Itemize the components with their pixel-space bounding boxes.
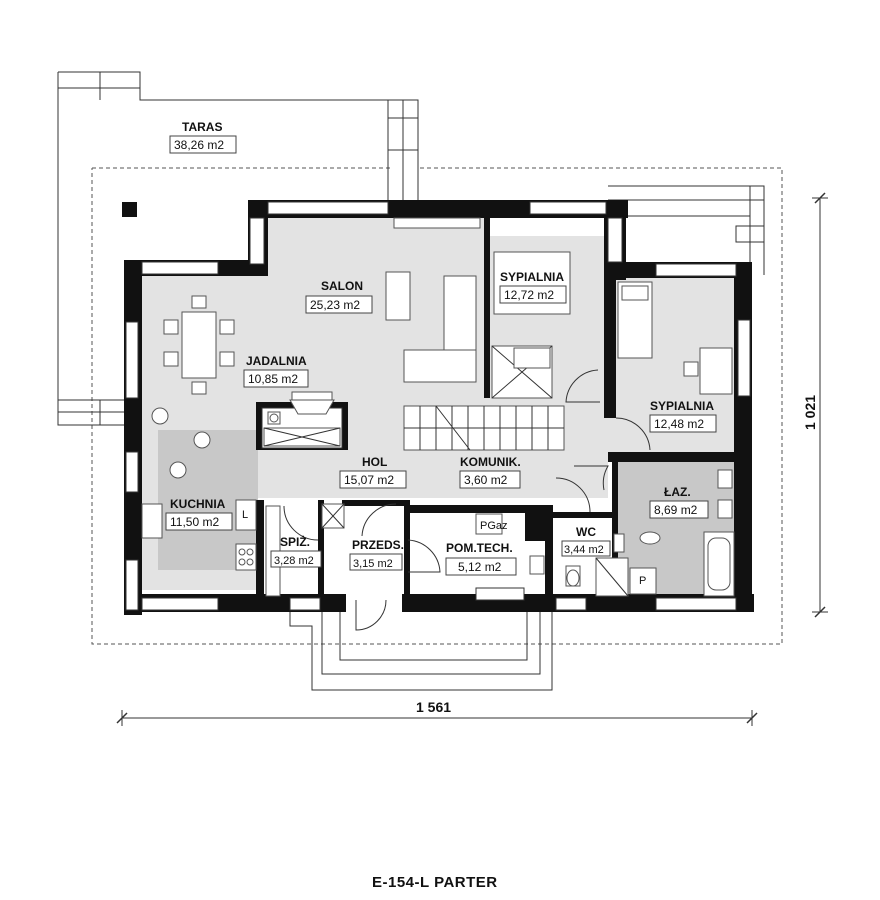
room-name-laz: ŁAZ.: [664, 485, 691, 499]
room-name-komunik: KOMUNIK.: [460, 455, 521, 469]
dimension-height: [812, 192, 828, 618]
kitchen-l-label: L: [242, 509, 248, 521]
dimension-width: [116, 710, 758, 726]
bath-fixtures: [629, 469, 735, 597]
tech-fixtures: [475, 513, 545, 575]
fireplace: [261, 391, 343, 449]
terrace: [57, 71, 419, 426]
room-area-pomtech: 5,12 m2: [458, 560, 502, 574]
roof-outline-right: [91, 167, 783, 645]
room-name-jadalnia: JADALNIA: [246, 354, 307, 368]
interior-doors: [283, 369, 651, 573]
kitchen-fixtures: [141, 431, 257, 571]
entrance-steps: [289, 610, 553, 691]
terrace-column: [122, 202, 137, 217]
room-name-sypialnia-1: SYPIALNIA: [500, 270, 564, 284]
room-area-przeds: 3,15 m2: [353, 558, 393, 570]
room-name-spiz: SPIŻ.: [280, 534, 310, 549]
dimension-height-label: 1 021: [802, 395, 818, 430]
room-name-taras: TARAS: [182, 120, 222, 134]
room-area-taras: 38,26 m2: [174, 138, 224, 152]
room-area-jadalnia: 10,85 m2: [248, 372, 298, 386]
wardrobe: [491, 345, 553, 399]
room-area-komunik: 3,60 m2: [464, 473, 508, 487]
windows: [125, 201, 751, 611]
entrance-door: [346, 594, 402, 631]
room-name-przeds: PRZEDS.: [352, 538, 404, 552]
room-name-salon: SALON: [321, 279, 363, 293]
dimension-width-label: 1 561: [416, 699, 451, 715]
room-name-kuchnia: KUCHNIA: [170, 497, 226, 511]
room-name-hol: HOL: [362, 455, 387, 469]
room-area-salon: 25,23 m2: [310, 298, 360, 312]
room-area-sypialnia-2: 12,48 m2: [654, 417, 704, 431]
room-name-sypialnia-2: SYPIALNIA: [650, 399, 714, 413]
room-name-wc: WC: [576, 525, 596, 539]
dining-table: [151, 295, 235, 425]
room-name-pomtech: POM.TECH.: [446, 541, 513, 555]
room-area-wc: 3,44 m2: [564, 544, 604, 556]
room-area-spiz: 3,28 m2: [274, 555, 314, 567]
gas-meter-label: PGaz: [480, 520, 508, 532]
bed-2: [617, 281, 733, 395]
wc-fixtures: [565, 533, 629, 597]
room-area-hol: 15,07 m2: [344, 473, 394, 487]
room-area-kuchnia: 11,50 m2: [170, 515, 219, 529]
stairs: [403, 405, 565, 451]
room-area-sypialnia-1: 12,72 m2: [504, 288, 554, 302]
plan-title: E-154-L PARTER: [372, 874, 498, 891]
bed-1: [493, 251, 571, 315]
sofa: [385, 217, 481, 383]
room-area-laz: 8,69 m2: [654, 503, 698, 517]
bath-p-label: P: [639, 575, 646, 587]
pergola: [608, 185, 765, 275]
